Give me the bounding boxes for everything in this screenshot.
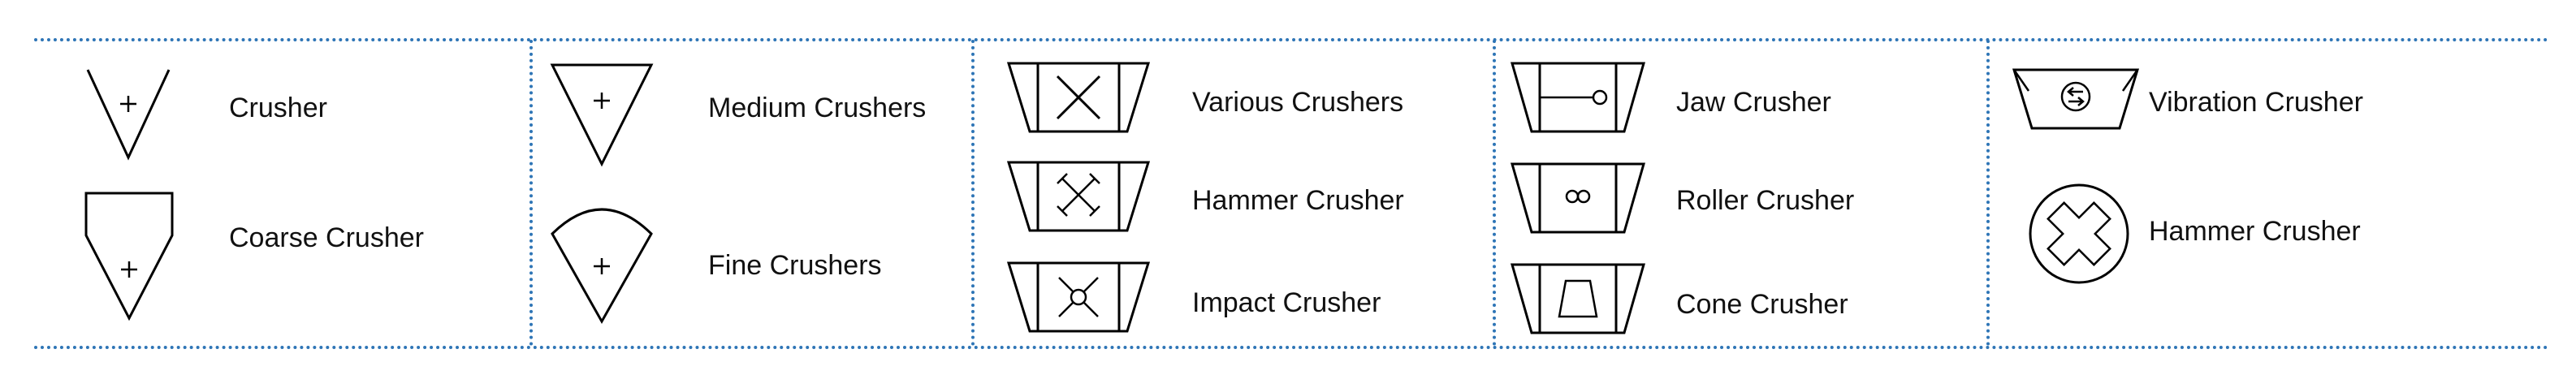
group-divider [1986,40,1990,346]
item-label: Vibration Crusher [2149,87,2363,118]
group-divider [1493,40,1496,346]
crusher-icon [81,65,179,162]
bottom-dotted-rule [34,346,2550,349]
item-label: Cone Crusher [1676,289,1848,320]
coarse-crusher-icon [81,190,179,321]
item-label: Hammer Crusher [1192,185,1404,216]
item-label: Hammer Crusher [2149,216,2361,247]
item-label: Various Crushers [1192,87,1404,118]
item-label: Crusher [229,93,327,123]
hammer-crusher-icon [1005,157,1152,235]
item-label: Coarse Crusher [229,222,424,253]
medium-crusher-icon [549,62,655,167]
various-crusher-icon [1005,58,1152,136]
item-label: Impact Crusher [1192,287,1381,318]
impact-crusher-icon [1005,258,1152,336]
item-label: Jaw Crusher [1676,87,1831,118]
hammer-crusher-round-icon [2027,182,2131,286]
top-dotted-rule [34,38,2550,41]
roller-crusher-icon [1509,159,1647,237]
group-divider [529,40,533,346]
vibration-crusher-icon [2011,67,2141,133]
item-label: Fine Crushers [708,250,882,281]
jaw-crusher-icon [1509,58,1647,136]
item-label: Roller Crusher [1676,185,1855,216]
cone-crusher-icon [1509,260,1647,338]
item-label: Medium Crushers [708,93,927,123]
group-divider [971,40,975,346]
fine-crusher-icon [549,203,655,325]
